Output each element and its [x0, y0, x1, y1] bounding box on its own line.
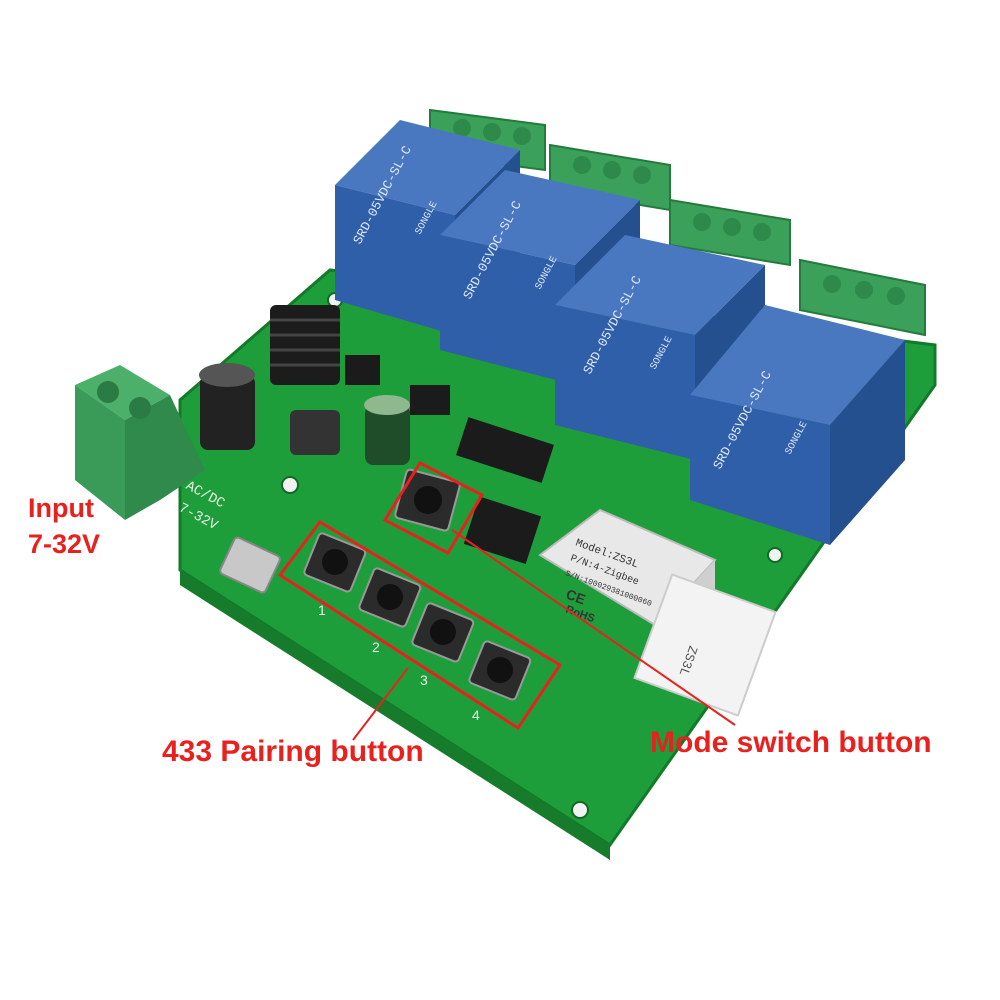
button-number-2: 2 — [372, 639, 380, 655]
mode-callout: Mode switch button — [650, 726, 932, 759]
input-callout-line-1: Input — [28, 493, 94, 523]
mounting-hole — [767, 547, 783, 563]
antenna-coil — [270, 305, 340, 385]
input-power-terminal — [75, 365, 205, 520]
module-ce: CE — [564, 586, 588, 608]
ic-chip — [456, 417, 554, 483]
electrolytic-capacitor — [364, 395, 410, 465]
relay-4 — [690, 305, 905, 545]
pairing-highlight — [277, 520, 563, 731]
pairing-button-4 — [468, 640, 532, 701]
pairing-button-2 — [358, 567, 422, 628]
inductor — [290, 410, 340, 455]
input-callout: Input 7-32V — [28, 490, 100, 562]
ic-chip — [463, 496, 542, 564]
relay-terminal-4 — [799, 258, 926, 337]
button-number-3: 3 — [420, 672, 428, 688]
ic-chip — [410, 385, 450, 415]
pairing-button-1 — [303, 532, 367, 593]
pairing-callout: 433 Pairing button — [162, 735, 424, 768]
pairing-leader-line — [352, 667, 409, 741]
mode-leader-line — [451, 529, 736, 726]
mounting-hole — [571, 801, 589, 819]
relay-terminal-3 — [669, 198, 791, 267]
pairing-button-3 — [411, 602, 475, 663]
pcb-edge — [180, 570, 610, 860]
mode-switch-button — [394, 468, 461, 532]
electrolytic-capacitor — [199, 363, 255, 450]
mode-switch-highlight — [382, 461, 485, 555]
micro-usb-port — [219, 536, 281, 594]
input-callout-line-2: 7-32V — [28, 529, 101, 559]
button-number-4: 4 — [472, 707, 480, 723]
ic-chip — [345, 355, 380, 385]
button-number-1: 1 — [318, 602, 326, 618]
mounting-hole — [281, 476, 299, 494]
